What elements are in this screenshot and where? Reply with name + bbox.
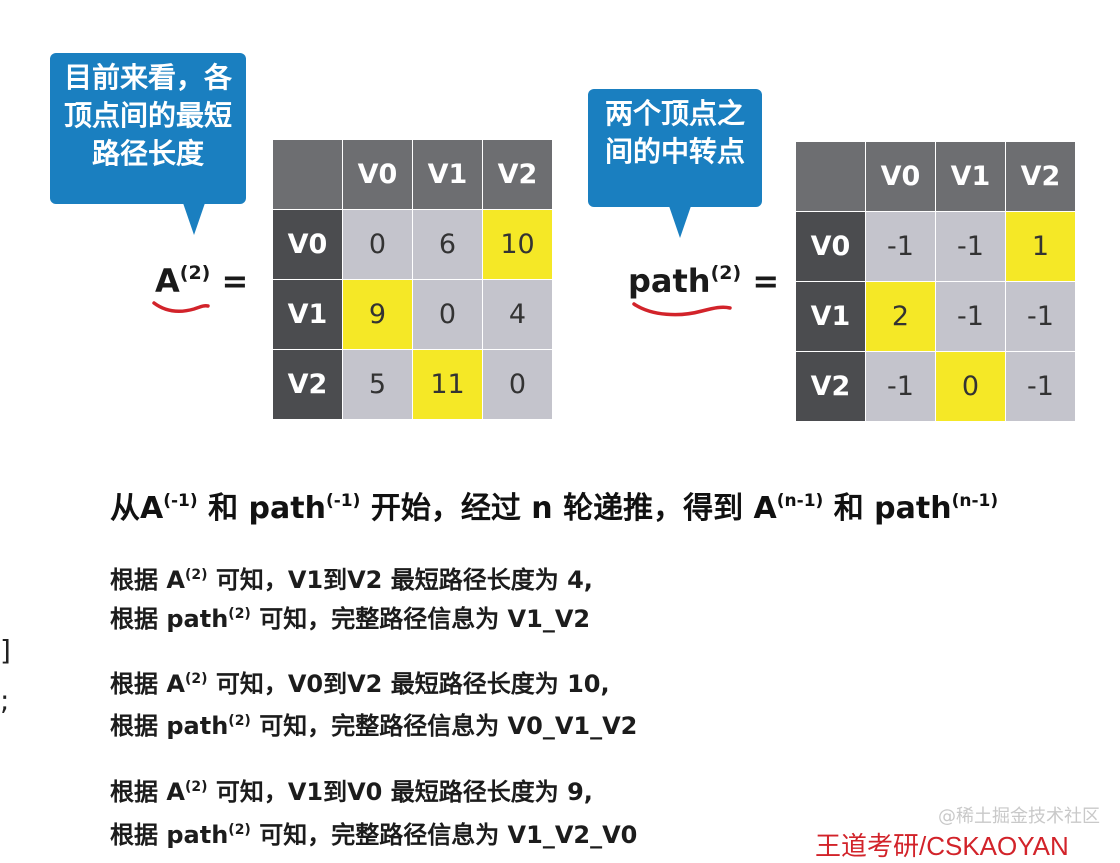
matrix-cell: 0 [482, 349, 553, 420]
column-header: V0 [865, 141, 936, 212]
note-part: 根据 path [110, 605, 229, 633]
note-line: 根据 path(2) 可知，完整路径信息为 V0_V1_V2 [110, 706, 637, 741]
note-sup: (2) [228, 606, 251, 622]
matrix-cell: 0 [342, 209, 413, 280]
note-line: 根据 A(2) 可知，V0到V2 最短路径长度为 10, [110, 664, 610, 699]
note-line: 根据 A(2) 可知，V1到V0 最短路径长度为 9, [110, 772, 593, 807]
callout-tail [183, 203, 205, 235]
underline-path-squiggle [632, 302, 732, 317]
note-line: 根据 path(2) 可知，完整路径信息为 V1_V2 [110, 599, 590, 634]
note-line: 根据 path(2) 可知，完整路径信息为 V1_V2_V0 [110, 815, 637, 850]
note-sup: (2) [228, 713, 251, 729]
formula-path-base: path [628, 262, 711, 300]
edge-bracket-glyph: ] [0, 634, 11, 667]
row-header: V0 [795, 211, 866, 282]
row-header: V2 [272, 349, 343, 420]
matrix-path: V0 V1 V2 V0 -1 -1 1 V1 2 -1 -1 V2 -1 0 -… [795, 141, 1076, 422]
matrix-cell: -1 [935, 211, 1006, 282]
recursion-headline: 从A(-1) 和 path(-1) 开始，经过 n 轮递推，得到 A(n-1) … [110, 483, 998, 527]
matrix-cell: 0 [412, 279, 483, 350]
row-header: V1 [795, 281, 866, 352]
headline-part: 和 path [197, 491, 326, 526]
headline-part: 开始，经过 n 轮递推，得到 A [360, 491, 777, 526]
matrix-cell: -1 [865, 351, 936, 422]
matrix-corner [272, 139, 343, 210]
row-header: V0 [272, 209, 343, 280]
matrix-cell: -1 [865, 211, 936, 282]
column-header: V1 [935, 141, 1006, 212]
note-part: 可知，完整路径信息为 V1_V2 [250, 605, 591, 633]
matrix-cell-highlighted: 9 [342, 279, 413, 350]
matrix-cell: -1 [1005, 281, 1076, 352]
callout-line: 目前来看，各 [63, 61, 232, 94]
column-header: V1 [412, 139, 483, 210]
callout-shortest-length: 目前来看，各 顶点间的最短 路径长度 [50, 53, 246, 235]
note-part: 根据 A [110, 670, 185, 698]
callout-line: 路径长度 [91, 137, 204, 170]
note-line: 根据 A(2) 可知，V1到V2 最短路径长度为 4, [110, 560, 593, 595]
formula-a-base: A [155, 262, 180, 300]
note-part: 可知，V1到V2 最短路径长度为 4, [207, 566, 593, 594]
headline-sup: (-1) [163, 491, 198, 511]
note-sup: (2) [228, 822, 251, 838]
watermark: @稀土掘金技术社区 [938, 806, 1100, 827]
matrix-cell-highlighted: 10 [482, 209, 553, 280]
matrix-cell-highlighted: 0 [935, 351, 1006, 422]
note-part: 可知，完整路径信息为 V1_V2_V0 [250, 821, 638, 849]
callout-tail [669, 206, 691, 238]
formula-path-label: path(2) = [628, 262, 779, 300]
note-sup: (2) [184, 671, 208, 687]
note-part: 可知，V1到V0 最短路径长度为 9, [207, 778, 593, 806]
note-part: 根据 path [110, 821, 229, 849]
column-header: V2 [482, 139, 553, 210]
formula-a-eq: = [221, 262, 249, 300]
matrix-cell-highlighted: 2 [865, 281, 936, 352]
headline-sup: (n-1) [776, 491, 824, 511]
matrix-a: V0 V1 V2 V0 0 6 10 V1 9 0 4 V2 5 11 0 [272, 139, 553, 420]
matrix-cell: 5 [342, 349, 413, 420]
matrix-cell: 6 [412, 209, 483, 280]
callout-transit-vertex: 两个顶点之 间的中转点 [588, 89, 762, 238]
headline-sup: (n-1) [951, 491, 999, 511]
underline-a-squiggle [152, 301, 210, 313]
matrix-cell: -1 [1005, 351, 1076, 422]
matrix-cell: -1 [935, 281, 1006, 352]
note-part: 根据 A [110, 566, 185, 594]
callout-line: 顶点间的最短 [63, 99, 232, 132]
callout-line: 间的中转点 [604, 135, 745, 168]
matrix-cell-highlighted: 1 [1005, 211, 1076, 282]
note-sup: (2) [184, 567, 208, 583]
formula-a-sup: (2) [179, 262, 211, 284]
note-part: 根据 path [110, 712, 229, 740]
note-sup: (2) [184, 779, 208, 795]
brand-logo-text: 王道考研/CSKAOYAN [815, 831, 1069, 861]
formula-path-sup: (2) [710, 262, 742, 284]
note-part: 可知，完整路径信息为 V0_V1_V2 [250, 712, 638, 740]
note-part: 根据 A [110, 778, 185, 806]
headline-part: 和 path [823, 491, 952, 526]
formula-a-label: A(2) = [155, 262, 248, 300]
headline-part: 从A [110, 491, 164, 526]
note-part: 可知，V0到V2 最短路径长度为 10, [207, 670, 610, 698]
column-header: V0 [342, 139, 413, 210]
column-header: V2 [1005, 141, 1076, 212]
row-header: V2 [795, 351, 866, 422]
callout-line: 两个顶点之 [604, 97, 745, 130]
headline-sup: (-1) [325, 491, 361, 511]
edge-semicolon-glyph: ; [0, 684, 10, 717]
matrix-cell: 4 [482, 279, 553, 350]
matrix-cell-highlighted: 11 [412, 349, 483, 420]
formula-path-eq: = [752, 262, 780, 300]
row-header: V1 [272, 279, 343, 350]
matrix-corner [795, 141, 866, 212]
